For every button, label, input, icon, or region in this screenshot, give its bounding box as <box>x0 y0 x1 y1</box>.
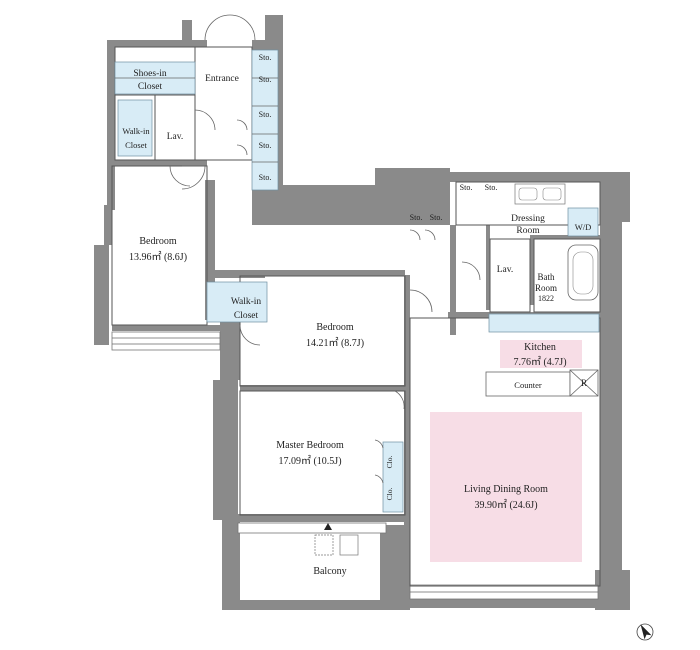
svg-text:Room: Room <box>516 226 540 236</box>
balcony-label: Balcony <box>313 566 346 577</box>
storage-label: Sto. <box>460 183 473 192</box>
master-area: 17.09㎡ (10.5J) <box>278 455 341 467</box>
kitchen-highlight <box>500 340 582 368</box>
kitchen-area: 7.76㎡ (4.7J) <box>513 356 566 368</box>
north-arrow-icon <box>636 623 654 641</box>
master-name: Master Bedroom <box>276 440 344 451</box>
svg-text:Closet: Closet <box>234 311 259 321</box>
bath-size: 1822 <box>538 294 554 303</box>
svg-text:Walk-in: Walk-in <box>122 126 150 136</box>
entrance-label: Entrance <box>205 74 239 84</box>
storage-label: Sto. <box>410 213 423 222</box>
storage-label: Sto. <box>259 75 272 84</box>
shoes-closet-label: Shoes-in <box>133 69 167 79</box>
bedroom1-name: Bedroom <box>139 236 176 247</box>
bathtub <box>567 244 599 301</box>
storage-label: Sto. <box>259 141 272 150</box>
living-area: 39.90㎡ (24.6J) <box>474 499 537 511</box>
lav2-label: Lav. <box>497 265 514 275</box>
svg-text:Room: Room <box>535 283 557 293</box>
storage-label: Sto. <box>259 110 272 119</box>
storage-label: Sto. <box>430 213 443 222</box>
counter <box>485 371 571 397</box>
doors <box>169 14 481 484</box>
windows <box>111 331 599 600</box>
closet-label: Clo. <box>385 488 394 501</box>
bedroom2-name: Bedroom <box>316 322 353 333</box>
lav-label: Lav. <box>167 132 184 142</box>
closet-label: Clo. <box>385 456 394 469</box>
wd-label: W/D <box>575 222 592 232</box>
living-highlight <box>430 412 582 562</box>
storage-label: Sto. <box>259 173 272 182</box>
storage-label: Sto. <box>259 53 272 62</box>
bedroom1-area: 13.96㎡ (8.6J) <box>129 251 187 263</box>
living-name: Living Dining Room <box>464 484 548 495</box>
labels: Shoes-in Closet Entrance Sto. Sto. Sto. … <box>122 53 592 577</box>
bedroom2-area: 14.21㎡ (8.7J) <box>306 337 364 349</box>
svg-text:Closet: Closet <box>138 82 163 92</box>
kitchen-name: Kitchen <box>524 342 556 353</box>
storage-label: Sto. <box>485 183 498 192</box>
svg-text:Dressing: Dressing <box>511 214 545 224</box>
svg-text:Bath: Bath <box>538 272 555 282</box>
closets <box>114 49 600 513</box>
refrigerator-label: R <box>581 378 587 388</box>
svg-text:Walk-in: Walk-in <box>231 297 262 307</box>
counter-label: Counter <box>514 380 542 390</box>
svg-text:Closet: Closet <box>125 140 147 150</box>
